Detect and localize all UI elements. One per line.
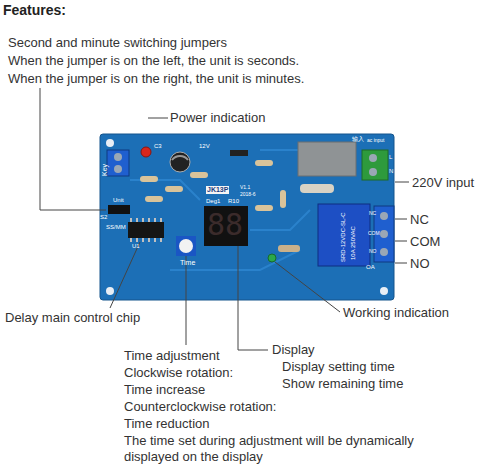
power-led [141, 147, 151, 157]
resistor-symbol [140, 160, 300, 252]
callout-text: The time set during adjustment will be d… [124, 433, 464, 464]
relay [318, 204, 370, 266]
silkscreen-text: N [389, 168, 393, 175]
callout-text: Display setting time [282, 359, 395, 375]
mount-hole [380, 287, 388, 295]
callout-text: Second and minute switching jumpers [8, 35, 227, 51]
mount-hole [106, 139, 114, 147]
silkscreen-text: Key [101, 164, 109, 176]
silkscreen-text: Deg1 [206, 198, 220, 205]
segment-display [204, 206, 248, 246]
callout-text: Time increase [124, 382, 205, 398]
silkscreen-text: SRD-12VDC-SL-C [340, 212, 347, 262]
callout-text: Time adjustment [124, 348, 220, 364]
callout-text: Show remaining time [282, 376, 403, 392]
silkscreen-text: COM [368, 230, 380, 236]
silkscreen-text: ac input [367, 137, 385, 143]
power-resistor [300, 184, 334, 193]
callout-text: Display [272, 342, 315, 358]
silkscreen-text: Time [180, 259, 195, 267]
silkscreen-text: 2018-6 [240, 191, 256, 197]
pcb [100, 134, 394, 300]
silkscreen-text: Unit [113, 197, 124, 204]
pin-name: NC [410, 212, 429, 228]
mount-hole [106, 287, 114, 295]
working-led [268, 254, 276, 262]
capacitor [170, 152, 190, 172]
heading: Features: [3, 2, 66, 19]
silkscreen-text: V1.1 [240, 184, 250, 190]
silkscreen-text: C3 [154, 143, 162, 150]
pin-name: COM [410, 234, 440, 250]
terminal-block [107, 150, 129, 176]
diode [230, 150, 248, 156]
jumper [108, 205, 130, 214]
pin-name: NO [410, 256, 430, 272]
silkscreen-text: NO [369, 248, 377, 254]
callout-text: Working indication [343, 305, 449, 321]
callout-text: Counterclockwise rotation: [124, 399, 276, 415]
traces [130, 150, 310, 270]
callout-text: Power indication [170, 110, 265, 126]
input-terminal [362, 150, 388, 180]
potentiometer [176, 236, 196, 256]
silkscreen-text: JK13P [206, 186, 229, 194]
silkscreen-text: 10A 250VAC [350, 226, 357, 260]
callout-text: When the jumper is on the right, the uni… [8, 71, 304, 87]
display-digits: 88 [207, 207, 243, 243]
callout-text: 220V input [412, 175, 474, 191]
silkscreen-text: NC [369, 210, 376, 216]
silkscreen-text: 输入 [352, 136, 364, 143]
callout-text: Delay main control chip [5, 310, 140, 326]
transformer [298, 142, 356, 176]
silkscreen-text: L [389, 154, 392, 161]
callout-text: Time reduction [124, 416, 210, 432]
control-chip [128, 222, 164, 238]
silkscreen-text: OA [366, 264, 375, 271]
callout-text: Clockwise rotation: [124, 365, 233, 381]
silkscreen-text: SS/MM [106, 224, 126, 231]
callout-text: When the jumper is on the left, the unit… [8, 53, 299, 69]
silkscreen-text: R10 [228, 198, 239, 205]
silkscreen-text: S2 [100, 214, 107, 221]
silkscreen-text: U1 [132, 243, 140, 250]
silkscreen-text: 12V [199, 143, 210, 150]
